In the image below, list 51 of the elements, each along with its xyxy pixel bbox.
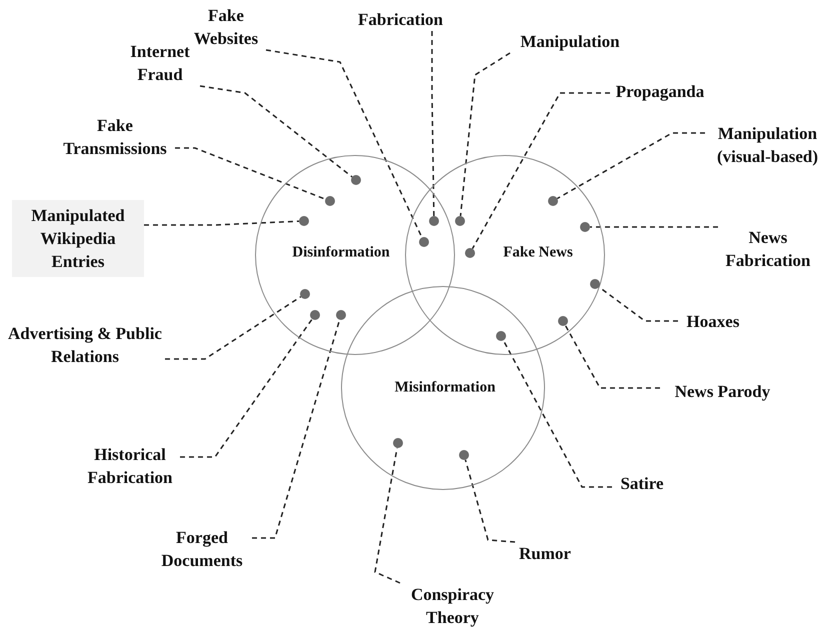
- leader-line: [266, 49, 423, 238]
- term-label: Advertising & Public Relations: [5, 322, 165, 368]
- marker-dot: [548, 196, 558, 206]
- term-label: Manipulation: [510, 30, 630, 53]
- marker-dot: [580, 222, 590, 232]
- marker-dot: [300, 289, 310, 299]
- term-label: Rumor: [515, 542, 575, 565]
- marker-dot: [393, 438, 403, 448]
- term-label: Historical Fabrication: [80, 443, 180, 489]
- term-label: Forged Documents: [152, 526, 252, 572]
- leader-line: [556, 132, 705, 200]
- marker-dot: [465, 248, 475, 258]
- marker-dot: [590, 279, 600, 289]
- leader-line: [460, 52, 510, 216]
- leader-line: [564, 325, 660, 389]
- leader-line: [502, 340, 612, 488]
- marker-dot: [351, 175, 361, 185]
- term-label: Hoaxes: [678, 310, 748, 333]
- leader-line: [472, 92, 610, 249]
- marker-dot: [429, 216, 439, 226]
- leader-line: [165, 296, 302, 360]
- term-label: News Fabrication: [718, 226, 818, 272]
- marker-dot: [496, 331, 506, 341]
- leader-line: [252, 320, 340, 539]
- term-label: Propaganda: [610, 80, 710, 103]
- marker-dot: [558, 316, 568, 326]
- term-label: Conspiracy Theory: [400, 583, 505, 629]
- term-label: Manipulated Wikipedia Entries: [12, 200, 144, 277]
- leader-line: [200, 85, 353, 178]
- marker-dot: [336, 310, 346, 320]
- circle-label: Disinformation: [292, 244, 390, 262]
- marker-dot: [419, 237, 429, 247]
- marker-dot: [310, 310, 320, 320]
- term-label: Fake Transmissions: [55, 114, 175, 160]
- leader-line: [144, 220, 300, 226]
- circle-label: Fake News: [503, 244, 573, 262]
- marker-dot: [299, 216, 309, 226]
- term-label: Fabrication: [348, 8, 453, 31]
- marker-dot: [455, 216, 465, 226]
- leader-line: [464, 460, 516, 543]
- term-label: News Parody: [660, 380, 785, 403]
- marker-dot: [459, 450, 469, 460]
- leader-line: [431, 31, 435, 216]
- leader-line: [374, 448, 400, 584]
- circle-label: Misinformation: [394, 380, 496, 396]
- leader-line: [175, 147, 326, 200]
- marker-dot: [325, 196, 335, 206]
- leader-line: [590, 226, 718, 228]
- term-label: Manipulation (visual-based): [705, 122, 830, 168]
- term-label: Satire: [612, 472, 672, 495]
- leader-line: [180, 318, 313, 458]
